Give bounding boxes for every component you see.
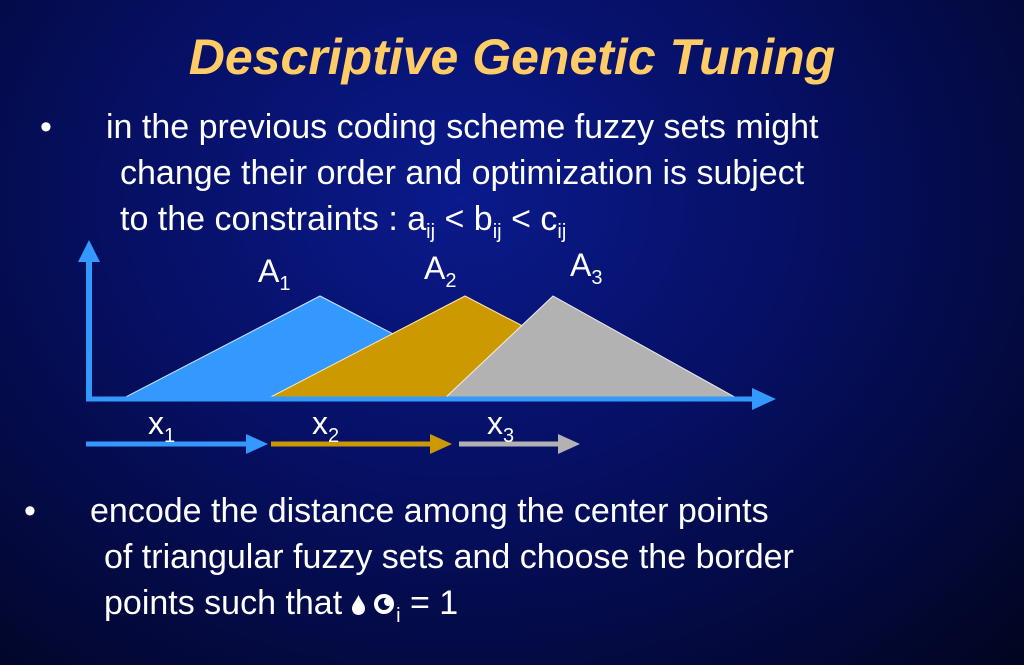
bullet-encoding: • encode the distance among the center po…: [24, 488, 984, 627]
distance-arrowhead-x3: [558, 434, 580, 454]
bullet1-line3: to the constraints : a: [120, 200, 427, 238]
subscript-b: ij: [492, 221, 502, 243]
y-axis-arrowhead: [78, 240, 100, 262]
subscript-i: i: [396, 605, 401, 627]
label-x3: x3: [487, 405, 515, 447]
less-than-b: < b: [435, 200, 493, 238]
bullet-constraints: • in the previous coding scheme fuzzy set…: [40, 104, 980, 243]
bullet-marker: •: [40, 108, 52, 146]
bullet1-line1: in the previous coding scheme fuzzy sets…: [106, 108, 819, 146]
bullet2-line3: points such that: [104, 584, 343, 622]
ring-symbol-icon: [374, 594, 395, 614]
bullet2-line2: of triangular fuzzy sets and choose the …: [104, 538, 794, 576]
label-x1: x1: [148, 405, 176, 447]
subscript-c: ij: [557, 221, 567, 243]
less-than-c: < c: [501, 200, 558, 238]
equals-one: = 1: [400, 584, 459, 622]
bullet1-line2: change their order and optimization is s…: [120, 154, 805, 192]
bullet-marker: •: [24, 492, 36, 530]
distance-arrowhead-x1: [246, 434, 268, 454]
label-a3: A3: [570, 247, 603, 289]
label-x2: x2: [312, 405, 340, 447]
drop-symbol-icon: [351, 595, 365, 615]
slide-title: Descriptive Genetic Tuning: [188, 29, 836, 85]
bullet2-line1: encode the distance among the center poi…: [90, 492, 769, 530]
x-axis-arrowhead: [752, 388, 776, 410]
label-a2: A2: [424, 250, 457, 292]
label-a1: A1: [258, 253, 291, 295]
subscript-a: ij: [426, 221, 436, 243]
distance-arrowhead-x2: [430, 434, 452, 454]
